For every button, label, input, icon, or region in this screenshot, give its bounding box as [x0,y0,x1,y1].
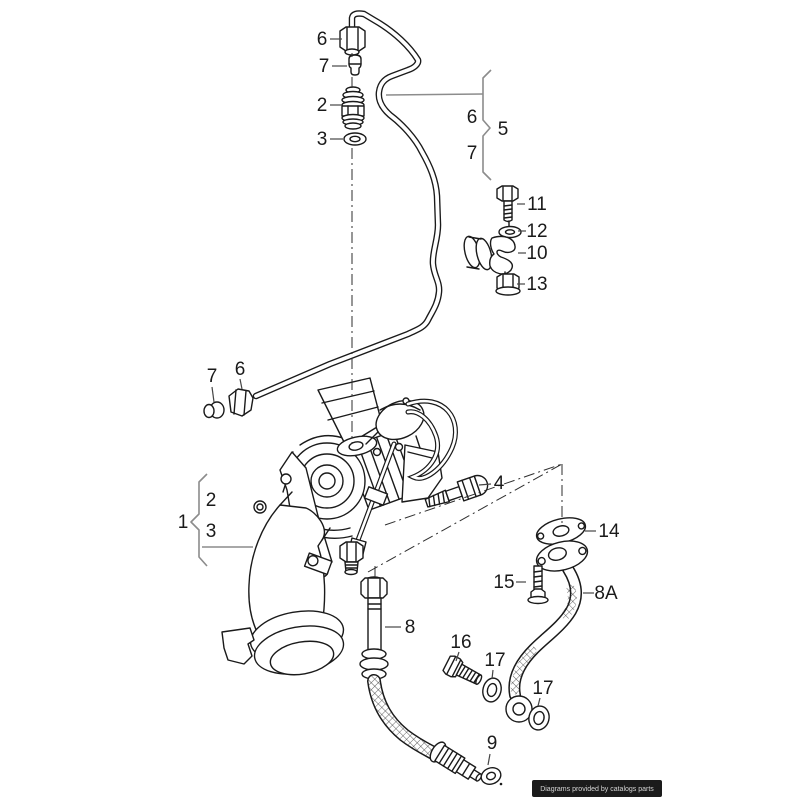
pipe-clamp-10[interactable] [461,235,516,275]
callout-2-group[interactable]: 2 [206,490,217,511]
oil-drain-stub [339,541,364,576]
callout-6-top[interactable]: 6 [317,29,328,50]
sealing-plug-mid[interactable] [203,401,225,419]
callout-2-top[interactable]: 2 [317,95,328,116]
turbocharger[interactable] [221,377,458,680]
callout-3-top[interactable]: 3 [317,129,328,150]
callout-5-group[interactable]: 5 [498,119,509,140]
callout-4[interactable]: 4 [494,473,505,494]
socket-bolt-4[interactable] [423,473,490,513]
callout-13[interactable]: 13 [526,274,547,295]
callout-8a[interactable]: 8A [594,583,618,604]
seal-washer-top[interactable] [343,132,367,146]
hose-end-fitting [429,741,483,782]
dot-mark [499,782,503,786]
callout-12[interactable]: 12 [526,221,547,242]
bracket-group-1 [190,473,253,567]
callout-7-top[interactable]: 7 [319,56,330,77]
oil-supply-hose-8[interactable] [359,576,486,788]
union-nut-mid[interactable] [228,388,254,417]
oil-supply-pipe[interactable] [252,10,443,400]
banjo-bolt-16[interactable] [442,654,485,689]
watermark-badge[interactable]: Diagrams provided by catalogs parts [532,780,662,797]
callout-9[interactable]: 9 [487,733,498,754]
leader-lines [211,38,596,766]
callout-17-lower[interactable]: 17 [532,678,553,699]
oil-supply-port [317,377,404,457]
callout-15[interactable]: 15 [493,572,514,593]
sealing-plug-top[interactable] [348,54,362,76]
intake-elbow [221,491,345,676]
center-lines [351,53,563,579]
callout-1-group[interactable]: 1 [178,512,189,533]
bracket-group-5 [385,69,492,181]
oil-return-pipe-8a[interactable] [505,536,591,723]
threaded-union-fitting[interactable] [341,86,365,130]
watermark-text: Diagrams provided by catalogs parts [540,786,654,793]
callout-10[interactable]: 10 [526,243,547,264]
callout-7-group[interactable]: 7 [467,143,478,164]
seal-ring-17-upper[interactable] [480,676,503,704]
flange-bolt-15[interactable] [527,565,549,605]
washer-12[interactable] [498,225,522,239]
callout-6-mid[interactable]: 6 [235,359,246,380]
callout-7-mid[interactable]: 7 [207,366,218,387]
callout-8[interactable]: 8 [405,617,416,638]
callout-14[interactable]: 14 [598,521,620,542]
clamp-latch [221,627,255,665]
seal-ring-17-lower[interactable] [526,704,551,732]
seal-ring-9[interactable] [479,765,503,787]
callout-17-upper[interactable]: 17 [484,650,505,671]
callout-16[interactable]: 16 [450,632,471,653]
callout-6-group[interactable]: 6 [467,107,478,128]
callout-11[interactable]: 11 [527,194,547,215]
union-nut-top[interactable] [339,26,366,56]
hex-bolt-11[interactable] [496,185,519,223]
hex-nut-13[interactable] [495,273,521,296]
callout-3-group[interactable]: 3 [206,521,217,542]
